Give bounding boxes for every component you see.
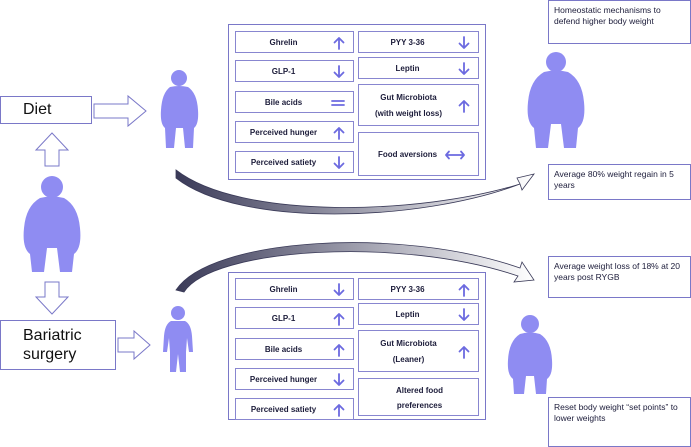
regain-note: Average 80% weight regain in 5 years — [548, 164, 691, 200]
hormone-label: Leptin — [395, 309, 420, 319]
equals-icon — [331, 98, 345, 108]
arrow-up-icon — [458, 283, 470, 297]
surgery-label-line2: surgery — [23, 346, 77, 363]
hormone-cell: Perceived satiety — [235, 151, 354, 173]
hormone-label: Perceived hunger — [249, 374, 318, 384]
hormone-label: Gut Microbiota — [380, 92, 437, 102]
hormone-label: PYY 3-36 — [390, 37, 425, 47]
hormone-label: Altered food — [395, 385, 444, 395]
hormone-label: GLP-1 — [271, 313, 296, 323]
surgery-label-line1: Bariatric — [23, 327, 82, 344]
hormone-label: Perceived satiety — [250, 157, 317, 167]
hormone-cell: PYY 3-36 — [358, 31, 479, 53]
double-arrow-icon — [444, 150, 466, 160]
surgery-label-box: Bariatric surgery — [0, 320, 116, 370]
down-block-arrow — [34, 281, 70, 315]
hormone-label: Ghrelin — [269, 37, 298, 47]
arrow-up-icon — [333, 343, 345, 357]
arrow-down-icon — [333, 65, 345, 79]
hormone-cell: Leptin — [358, 57, 479, 79]
surgery-curved-arrow — [175, 242, 535, 293]
hormone-cell: Gut Microbiota (with weight loss) — [358, 84, 479, 126]
arrow-down-icon — [333, 156, 345, 170]
hormone-cell: Leptin — [358, 303, 479, 325]
hormone-sublabel: (Leaner) — [392, 355, 425, 365]
obese-figure-large — [23, 176, 81, 272]
hormone-cell: Bile acids — [235, 91, 354, 113]
reset-note: Reset body weight “set points” to lower … — [548, 397, 691, 447]
hormone-label: Bile acids — [264, 344, 303, 354]
hormone-label: GLP-1 — [271, 66, 296, 76]
hormone-cell: Bile acids — [235, 338, 354, 360]
homeostatic-note: Homeostatic mechanisms to defend higher … — [548, 0, 691, 44]
hormone-cell: Altered food preferences — [358, 378, 479, 416]
arrow-up-icon — [458, 99, 470, 113]
hormone-cell: Perceived satiety — [235, 398, 354, 420]
hormone-cell: Perceived hunger — [235, 368, 354, 390]
hormone-label: Leptin — [395, 63, 420, 73]
hormone-cell: Ghrelin — [235, 31, 354, 53]
hormone-cell: Food aversions — [358, 132, 479, 176]
hormone-label: Ghrelin — [269, 284, 298, 294]
diet-label-box: Diet — [0, 96, 92, 124]
surgery-figure-mid — [163, 306, 193, 372]
up-block-arrow — [34, 132, 70, 167]
surgery-block-arrow — [117, 329, 151, 361]
arrow-up-icon — [333, 403, 345, 417]
hormone-cell: GLP-1 — [235, 60, 354, 82]
hormone-cell: Gut Microbiota (Leaner) — [358, 330, 479, 372]
loss-note: Average weight loss of 18% at 20 years p… — [548, 256, 691, 298]
hormone-label: Bile acids — [264, 97, 303, 107]
hormone-cell: GLP-1 — [235, 307, 354, 329]
hormone-label: Food aversions — [377, 149, 438, 159]
hormone-cell: PYY 3-36 — [358, 278, 479, 300]
diet-label: Diet — [23, 101, 52, 118]
hormone-sublabel: preferences — [396, 401, 443, 411]
hormone-label: PYY 3-36 — [390, 284, 425, 294]
arrow-down-icon — [458, 308, 470, 322]
hormone-sublabel: (with weight loss) — [374, 109, 443, 119]
arrow-up-icon — [333, 312, 345, 326]
hormone-label: Perceived satiety — [250, 404, 317, 414]
hormone-label: Perceived hunger — [249, 127, 318, 137]
diet-curved-arrow — [175, 169, 535, 215]
hormone-cell: Perceived hunger — [235, 121, 354, 143]
arrow-down-icon — [458, 62, 470, 76]
diet-block-arrow — [93, 94, 147, 128]
arrow-up-icon — [333, 36, 345, 50]
arrow-down-icon — [333, 373, 345, 387]
arrow-down-icon — [333, 283, 345, 297]
hormone-cell: Ghrelin — [235, 278, 354, 300]
hormone-label: Gut Microbiota — [380, 338, 437, 348]
diet-figure-mid — [160, 70, 199, 148]
arrow-up-icon — [333, 126, 345, 140]
arrow-up-icon — [458, 345, 470, 359]
regain-figure-right — [527, 52, 585, 148]
arrow-down-icon — [458, 36, 470, 50]
reset-figure-right — [507, 315, 553, 394]
